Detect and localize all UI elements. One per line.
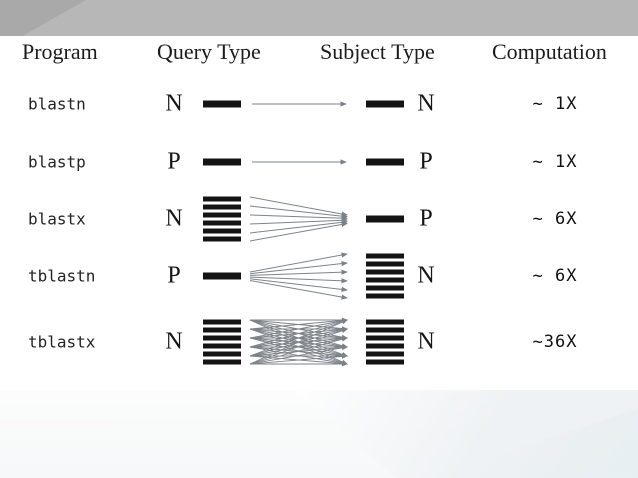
program-name: tblastn [28, 266, 96, 285]
strand-bar [366, 215, 404, 222]
table-row: blastp P P ~ 1X [0, 133, 638, 190]
reading-frame-bar [366, 253, 404, 258]
alignment-arrows-one-to-one [252, 158, 347, 165]
query-type-letter: P [167, 148, 181, 174]
program-name: blastn [28, 94, 86, 113]
slide-bottom-decoration [0, 390, 638, 478]
subject-type-letter: P [419, 148, 433, 174]
alignment-arrows-many-to-many [249, 317, 348, 367]
query-type-letter: N [165, 328, 183, 355]
table-row: blastx N P ~ 6X [0, 190, 638, 247]
reading-frame-bar [366, 293, 404, 298]
reading-frame-bar [203, 359, 241, 365]
slide-top-bar [0, 0, 638, 36]
reading-frame-bar [366, 327, 404, 333]
header-program: Program [22, 39, 98, 64]
alignment-arrows-one-to-one [252, 100, 347, 107]
computation-value: ~ 1X [532, 151, 578, 172]
reading-frame-bar [203, 228, 241, 233]
reading-frame-bar [366, 277, 404, 282]
table-row: tblastx N N ~36X [0, 304, 638, 380]
reading-frame-bar [203, 212, 241, 217]
computation-value: ~36X [532, 332, 578, 352]
table-header-row: Program Query Type Subject Type Computat… [0, 36, 638, 74]
subject-strand-bars [366, 319, 404, 365]
query-type-letter: N [165, 90, 183, 116]
reading-frame-bar [203, 220, 241, 225]
reading-frame-bar [366, 359, 404, 365]
blast-programs-diagram: Program Query Type Subject Type Computat… [0, 36, 638, 380]
reading-frame-bar [203, 319, 241, 325]
program-name: blastp [28, 152, 86, 171]
slide-top-bar-wedge [0, 0, 86, 36]
subject-strand-bars [366, 100, 404, 107]
program-name: blastx [28, 209, 86, 228]
reading-frame-bar [366, 319, 404, 325]
alignment-arrows-one-to-many [249, 251, 348, 300]
strand-bar [203, 272, 241, 279]
reading-frame-bar [366, 335, 404, 341]
table-row: blastn N N ~ 1X [0, 74, 638, 133]
subject-strand-bars [366, 215, 404, 222]
alignment-arrows-many-to-one [249, 196, 348, 241]
reading-frame-bar [203, 204, 241, 209]
query-type-letter: N [165, 205, 183, 231]
reading-frame-bar [366, 285, 404, 290]
reading-frame-bar [203, 335, 241, 341]
strand-bar [203, 158, 241, 165]
computation-value: ~ 1X [532, 93, 578, 114]
reading-frame-bar [366, 269, 404, 274]
header-computation: Computation [492, 39, 607, 64]
header-query-type: Query Type [157, 39, 261, 64]
reading-frame-bar [203, 236, 241, 241]
query-strand-bars [203, 319, 241, 365]
query-strand-bars [203, 272, 241, 279]
header-subject-type: Subject Type [320, 39, 435, 64]
reading-frame-bar [203, 196, 241, 201]
table-row: tblastn P N ~ 6X [0, 247, 638, 304]
computation-value: ~ 6X [532, 208, 578, 229]
reading-frame-bar [366, 261, 404, 266]
query-strand-bars [203, 100, 241, 107]
subject-strand-bars [366, 158, 404, 165]
subject-type-letter: N [417, 90, 435, 116]
program-name: tblastx [28, 332, 96, 352]
reading-frame-bar [366, 343, 404, 349]
query-type-letter: P [167, 262, 181, 288]
reading-frame-bar [203, 327, 241, 333]
query-strand-bars [203, 158, 241, 165]
strand-bar [366, 158, 404, 165]
subject-type-letter: N [417, 262, 435, 288]
query-strand-bars [203, 196, 241, 241]
strand-bar [203, 100, 241, 107]
computation-value: ~ 6X [532, 265, 578, 286]
subject-type-letter: P [419, 205, 433, 231]
subject-type-letter: N [417, 328, 435, 355]
reading-frame-bar [203, 343, 241, 349]
subject-strand-bars [366, 253, 404, 298]
strand-bar [366, 100, 404, 107]
reading-frame-bar [203, 351, 241, 357]
reading-frame-bar [366, 351, 404, 357]
